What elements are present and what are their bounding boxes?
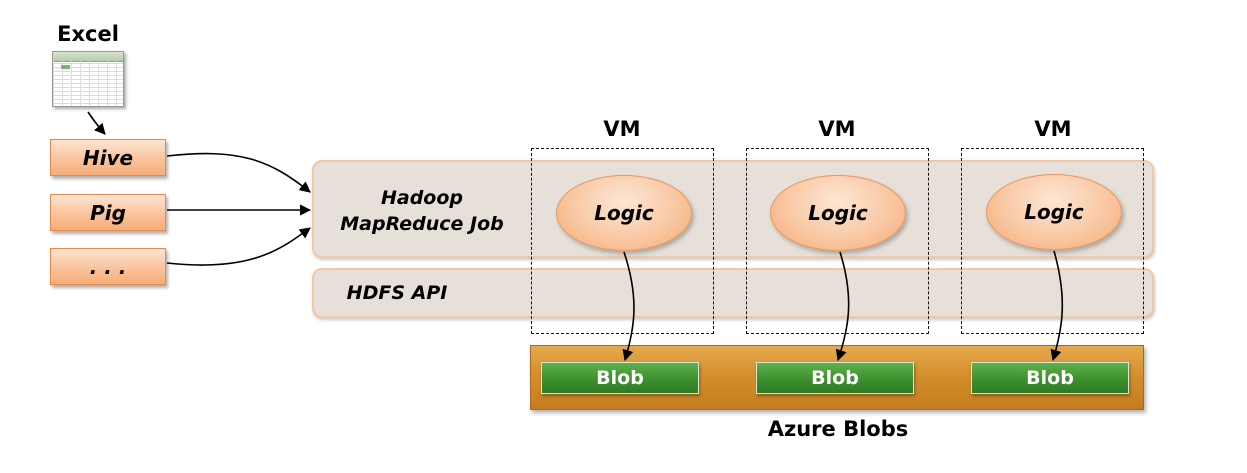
hdfs-api-label: HDFS API [346,282,448,304]
hadoop-label-line2: MapReduce Job [340,213,504,235]
logic-label: Logic [594,201,654,225]
blob-box: Blob [541,362,699,394]
pig-label: Pig [90,200,126,225]
logic-node: Logic [770,175,906,251]
logic-node: Logic [986,174,1122,250]
logic-to-blob-arrow [1050,250,1064,362]
vm-boundary [746,148,929,334]
hdfs-api-band [312,268,1154,318]
hive-to-hadoop-arrow [166,152,311,193]
hadoop-label-line1: Hadoop [380,187,464,209]
hive-label: Hive [82,145,134,170]
logic-label: Logic [808,201,868,225]
other-sources-box: . . . [50,248,166,285]
blob-label: Blob [811,367,859,389]
vm-boundary [961,148,1144,334]
vm-label: VM [603,117,641,141]
excel-label: Excel [57,22,119,46]
logic-label: Logic [1024,200,1084,224]
blob-box: Blob [971,362,1129,394]
blob-label: Blob [596,367,644,389]
excel-spreadsheet-icon [52,51,124,107]
hadoop-label: Hadoop MapReduce Job [322,185,522,237]
vm-boundary [531,148,714,334]
logic-node: Logic [556,175,692,251]
other-sources-label: . . . [89,254,127,279]
blob-label: Blob [1026,367,1074,389]
pig-box: Pig [50,194,166,231]
logic-to-blob-arrow [622,251,635,362]
logic-to-blob-arrow [835,251,850,362]
vm-label: VM [1034,117,1072,141]
excel-to-hive-arrow [87,111,106,135]
blob-box: Blob [756,362,914,394]
azure-blobs-label: Azure Blobs [767,417,909,441]
vm-label: VM [818,117,856,141]
others-to-hadoop-arrow [166,227,311,266]
hive-box: Hive [50,139,166,176]
